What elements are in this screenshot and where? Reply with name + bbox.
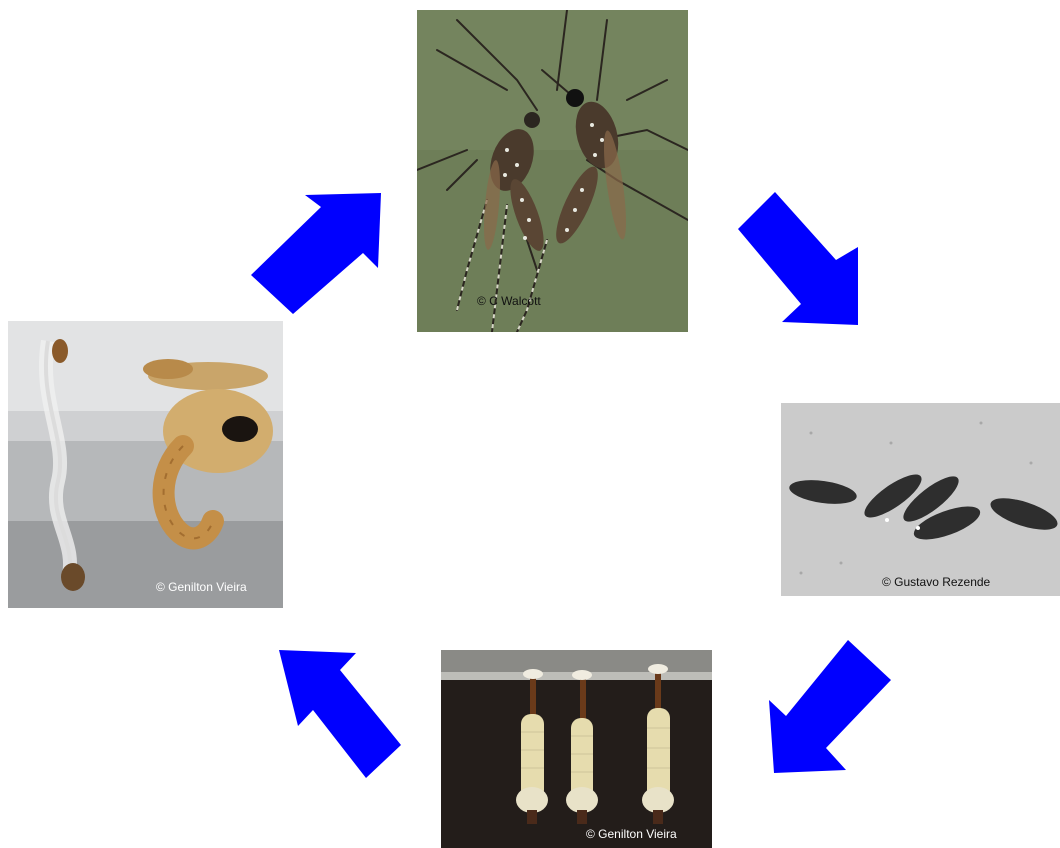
arrow-pupa-to-adult (251, 185, 386, 315)
pupa-illustration (8, 321, 283, 608)
arrow-adult-to-eggs (738, 192, 863, 327)
adult-mosquitoes-illustration (417, 10, 688, 332)
larvae-illustration (441, 650, 712, 848)
larvae-photo-credit: © Genilton Vieira (586, 827, 677, 841)
adult-photo-credit: © C Walcott (477, 294, 541, 308)
eggs-photo-credit: © Gustavo Rezende (882, 575, 990, 589)
adult-mosquitoes-photo: © C Walcott (417, 10, 688, 332)
larvae-photo: © Genilton Vieira (441, 650, 712, 848)
arrow-larvae-to-pupa (276, 648, 402, 780)
eggs-illustration (781, 403, 1060, 596)
pupa-photo-credit: © Genilton Vieira (156, 580, 247, 594)
eggs-photo: © Gustavo Rezende (781, 403, 1060, 596)
arrow-eggs-to-larvae (766, 640, 892, 775)
pupa-photo: © Genilton Vieira (8, 321, 283, 608)
